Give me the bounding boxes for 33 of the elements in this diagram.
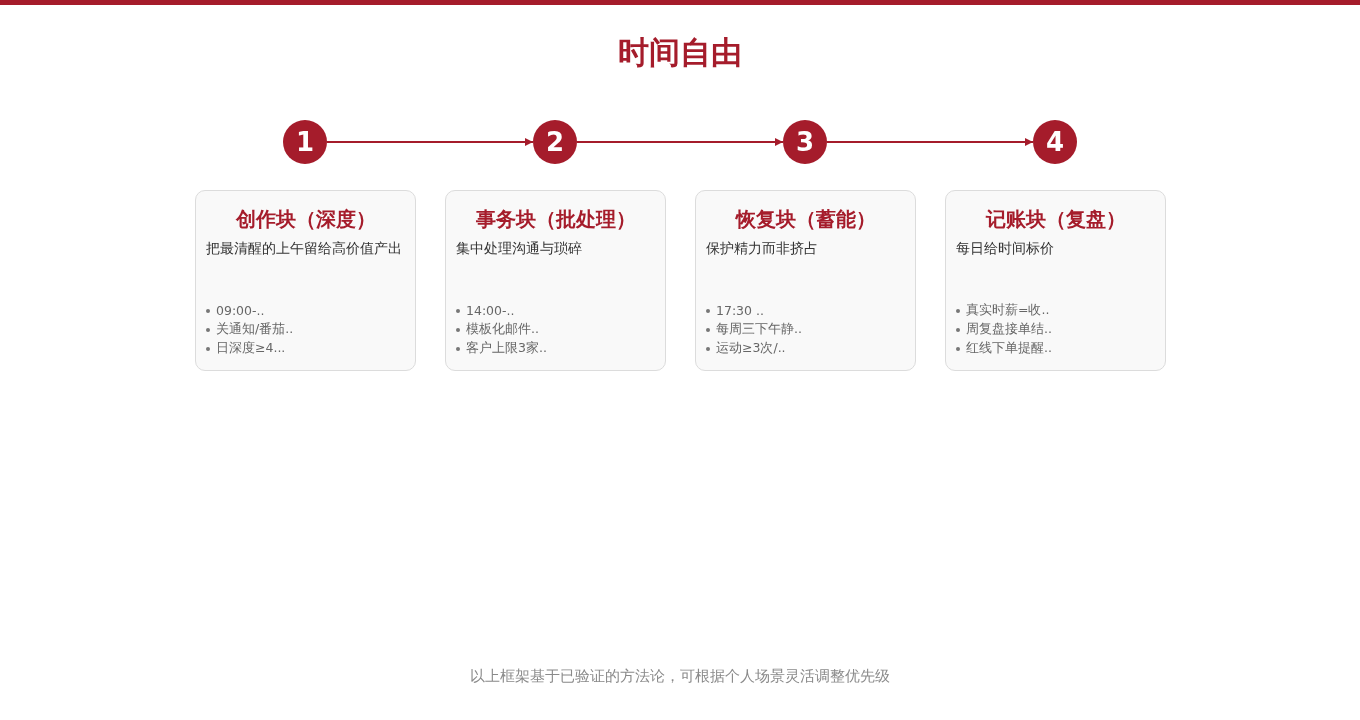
card-description: 每日给时间标价	[956, 239, 1055, 258]
bullet-text: 客户上限3家..	[466, 340, 547, 357]
arrow	[326, 138, 534, 146]
step-card	[945, 190, 1166, 371]
card-heading: 事务块（批处理）	[474, 206, 637, 233]
card-description: 把最清醒的上午留给高价值产出	[206, 239, 403, 258]
bullet-text: 周复盘接单结..	[966, 321, 1052, 338]
step-number-circle: 4	[1033, 120, 1077, 164]
step-number-circle: 1	[283, 120, 327, 164]
arrow	[826, 138, 1034, 146]
bullet-text: 关通知/番茄..	[216, 321, 294, 338]
card-description: 保护精力而非挤占	[706, 239, 819, 258]
footer-note: 以上框架基于已验证的方法论，可根据个人场景灵活调整优先级	[470, 667, 890, 685]
diagram-title: 时间自由	[618, 34, 742, 70]
bullet-text: 运动≥3次/..	[716, 340, 786, 357]
bullet-text: 日深度≥4...	[216, 340, 286, 357]
bullet-text: 真实时薪=收..	[966, 302, 1050, 319]
bullet-text: 14:00-..	[466, 303, 515, 318]
bullet-text: 模板化邮件..	[466, 321, 539, 338]
bullet-text: 09:00-..	[216, 303, 265, 318]
card-description: 集中处理沟通与琐碎	[456, 239, 583, 258]
arrow	[576, 138, 784, 146]
step-card	[695, 190, 916, 371]
step-number-circle: 2	[533, 120, 577, 164]
bullet-text: 17:30 ..	[716, 303, 764, 318]
step-card	[445, 190, 666, 371]
card-heading: 创作块（深度）	[234, 206, 377, 233]
card-heading: 记账块（复盘）	[984, 206, 1127, 233]
step-number-circle: 3	[783, 120, 827, 164]
card-heading: 恢复块（蓄能）	[734, 206, 877, 233]
bullet-text: 每周三下午静..	[716, 321, 802, 338]
step-card	[195, 190, 416, 371]
bullet-text: 红线下单提醒..	[966, 340, 1052, 357]
